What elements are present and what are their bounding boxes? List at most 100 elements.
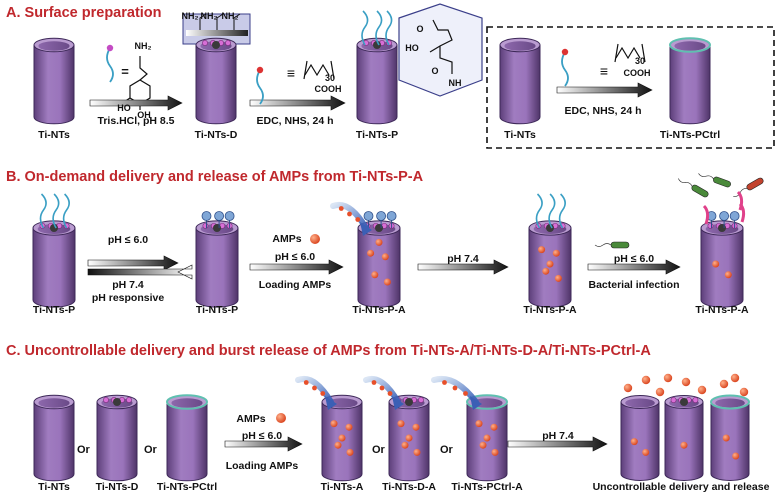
chem-o-1: O — [416, 24, 424, 34]
collapsed-chain — [363, 211, 374, 221]
tube-b-2 — [195, 211, 239, 308]
tube-c-release-1 — [620, 395, 660, 481]
bacterium-b-4 — [733, 177, 764, 197]
section-title-b: B. On-demand delivery and release of AMP… — [6, 169, 424, 185]
amp-stream-c-1 — [295, 376, 337, 410]
label-b-ti-nts-p-a-2: Ti-NTs-P-A — [523, 304, 577, 316]
amp-particle — [330, 420, 338, 428]
tube-b-5 — [700, 211, 744, 308]
molecule-glyph — [256, 66, 264, 105]
chem-oh: OH — [137, 110, 151, 120]
label-ti-nts-pctrl: Ti-NTs-PCtrl — [659, 129, 721, 141]
released-amp — [730, 373, 740, 383]
chem-ho: HO — [117, 103, 131, 113]
arrow-b-1-right — [87, 255, 179, 271]
amp-particle — [338, 434, 346, 442]
amp-particle — [371, 271, 379, 279]
polymer-chain — [39, 193, 47, 229]
polymer-chain — [375, 10, 383, 46]
amp-particle — [491, 448, 499, 456]
amp-particle — [712, 260, 720, 268]
chem-equiv-1: ≡ — [286, 65, 296, 81]
amp-particle — [345, 423, 353, 431]
collapsed-chain — [224, 211, 235, 221]
label-c-ti-nts-pctrl: Ti-NTs-PCtrl — [156, 481, 218, 493]
amp-particle — [405, 434, 413, 442]
amp-particle — [680, 441, 688, 449]
bracket-glyph — [614, 43, 646, 63]
label-c-uncontrollable: Uncontrollable delivery and release — [592, 481, 770, 493]
amp-particle — [479, 441, 487, 449]
collapsed-chain — [729, 211, 740, 221]
label-ti-nts-d: Ti-NTs-D — [194, 129, 238, 141]
cond-c1-top: pH ≤ 6.0 — [241, 430, 283, 442]
chem-nh2-s1: NH₂ — [181, 11, 199, 21]
arrow-a-2 — [249, 95, 346, 111]
cond-b4-top: pH ≤ 6.0 — [613, 253, 655, 265]
chem-o-2: O — [431, 66, 439, 76]
amp-particle — [546, 260, 554, 268]
tube-a-ti-nts-p — [356, 10, 398, 125]
amp-particle — [538, 246, 546, 254]
label-b-ti-nts-p-2: Ti-NTs-P — [195, 304, 239, 316]
amp-particle — [413, 448, 421, 456]
collapsed-chain — [719, 211, 729, 221]
tube-a-ti-nts-2 — [499, 37, 541, 125]
bacterium-b-1 — [594, 241, 630, 249]
amp-particle — [475, 420, 483, 428]
cond-edc-1: EDC, NHS, 24 h — [256, 115, 334, 127]
cond-b1-top: pH ≤ 6.0 — [107, 234, 149, 246]
polymer-chain — [558, 193, 566, 229]
cond-b-amps: AMPs — [272, 233, 302, 245]
cond-b4-bottom: Bacterial infection — [588, 279, 680, 291]
chem-n30-1: 30 — [324, 73, 336, 83]
amp-particle — [724, 271, 732, 279]
amp-particle — [490, 423, 498, 431]
tube-c-release-3 — [710, 394, 750, 481]
amp-stream-c-3 — [431, 376, 482, 410]
amp-particle — [381, 253, 389, 261]
chem-nh2-s3: NH₂ — [221, 11, 239, 21]
chem-cooh-2: COOH — [623, 68, 651, 78]
released-amp — [623, 383, 633, 393]
chem-equals: = — [121, 64, 129, 79]
amp-particle — [346, 448, 354, 456]
amp-legend-b — [310, 234, 320, 244]
released-amp — [739, 387, 749, 397]
chem-nh2-s2: NH₂ — [200, 11, 218, 21]
polymer-structure — [398, 3, 483, 97]
arrow-c-1 — [224, 436, 303, 452]
amp-particle — [375, 238, 383, 246]
label-ti-nts-p: Ti-NTs-P — [355, 129, 399, 141]
arrow-a-1 — [89, 95, 183, 111]
amp-particle — [722, 434, 730, 442]
released-amp — [655, 387, 665, 397]
cond-c1-bottom: Loading AMPs — [225, 460, 299, 472]
label-ti-nts-a: Ti-NTs — [38, 129, 70, 141]
amp-particle — [412, 423, 420, 431]
or-c-3: Or — [372, 444, 385, 456]
or-c-1: Or — [77, 444, 90, 456]
label-ti-nts-a2: Ti-NTs — [504, 129, 536, 141]
cond-b3: pH 7.4 — [447, 253, 479, 265]
tube-c-ti-nts — [33, 394, 75, 482]
released-amp — [663, 373, 673, 383]
arrow-b-1-left — [87, 264, 193, 280]
polymer-chain — [52, 193, 60, 229]
label-c-ti-nts-pctrl-a: Ti-NTs-PCtrl-A — [451, 481, 523, 493]
label-b-ti-nts-p-a-3: Ti-NTs-P-A — [695, 304, 749, 316]
polymer-chain — [535, 193, 543, 229]
cond-tris: Tris.HCl, pH 8.5 — [97, 115, 175, 127]
amp-particle — [401, 441, 409, 449]
cond-edc-2: EDC, NHS, 24 h — [564, 105, 642, 117]
amp-particle — [732, 452, 740, 460]
tube-b-3 — [357, 211, 401, 308]
molecule-glyph — [561, 48, 569, 87]
release-arc — [702, 204, 710, 225]
chem-equiv-2: ≡ — [599, 63, 609, 79]
bacterium-b-3 — [698, 173, 731, 188]
cond-b2-bottom: Loading AMPs — [258, 279, 332, 291]
polymer-chain — [385, 10, 393, 46]
collapsed-chain — [201, 211, 212, 221]
released-amp — [641, 375, 651, 385]
